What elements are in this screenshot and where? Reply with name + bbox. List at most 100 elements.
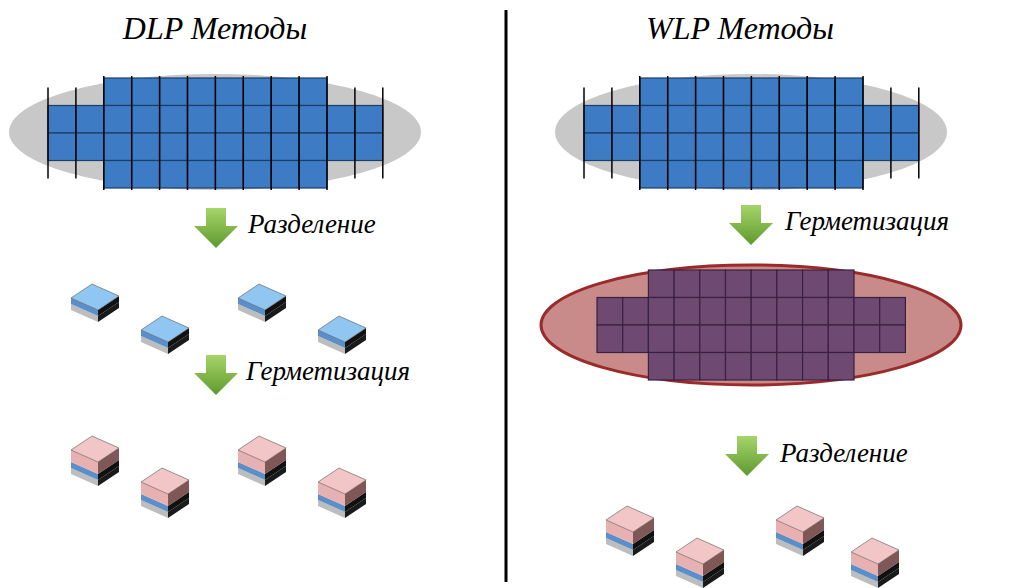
die	[863, 106, 891, 134]
die	[584, 106, 612, 134]
die	[299, 106, 327, 134]
scribe-line	[298, 76, 300, 190]
die	[104, 78, 132, 106]
die	[828, 298, 854, 326]
die	[835, 78, 863, 106]
die	[779, 78, 807, 106]
scribe-line	[131, 76, 133, 190]
die	[807, 133, 835, 161]
scribe-line	[862, 76, 864, 190]
column-heading: DLP Методы	[123, 12, 307, 44]
scribe-line	[639, 76, 641, 190]
die	[835, 133, 863, 161]
chip-top	[71, 284, 119, 310]
die	[803, 270, 829, 298]
column-heading: WLP Методы	[646, 12, 834, 44]
die	[777, 298, 803, 326]
die	[696, 106, 724, 134]
chip-top	[606, 506, 654, 532]
die	[612, 106, 640, 134]
scribe-line	[723, 76, 725, 190]
die	[807, 106, 835, 134]
down-arrow	[729, 205, 773, 245]
scribe-line	[382, 88, 384, 179]
die	[355, 133, 383, 161]
scribe-line	[75, 88, 77, 179]
chip	[71, 284, 119, 322]
scribe-line	[918, 88, 920, 179]
scribe-line	[890, 88, 892, 179]
die	[76, 133, 104, 161]
scribe-line	[187, 76, 189, 190]
chip	[141, 468, 189, 518]
die	[674, 325, 700, 353]
scribe-line	[779, 76, 781, 190]
chip	[71, 436, 119, 486]
die	[751, 270, 777, 298]
scribe-line	[47, 88, 49, 179]
scribe-line	[215, 76, 217, 190]
chip-top	[141, 316, 189, 342]
die	[188, 106, 216, 134]
die	[215, 106, 243, 134]
die	[863, 133, 891, 161]
die	[640, 78, 668, 106]
die	[668, 133, 696, 161]
die	[696, 78, 724, 106]
die	[854, 325, 880, 353]
step-label: Герметизация	[785, 208, 949, 235]
die	[828, 270, 854, 298]
scribe-line	[751, 76, 753, 190]
die	[299, 133, 327, 161]
die	[584, 133, 612, 161]
scribe-line	[806, 76, 808, 190]
chip-top	[318, 316, 366, 342]
scribe-line	[326, 76, 328, 190]
die	[891, 106, 919, 134]
die	[132, 78, 160, 106]
die	[668, 161, 696, 189]
chip	[141, 316, 189, 354]
die	[777, 325, 803, 353]
die	[104, 133, 132, 161]
die	[271, 78, 299, 106]
die	[803, 353, 829, 381]
die	[724, 133, 752, 161]
die	[828, 353, 854, 381]
die-grid	[584, 76, 919, 190]
die	[188, 161, 216, 189]
die	[597, 325, 623, 353]
die	[726, 270, 752, 298]
die	[700, 270, 726, 298]
die	[751, 161, 779, 189]
die	[777, 353, 803, 381]
die	[835, 106, 863, 134]
die	[880, 298, 906, 326]
die	[751, 78, 779, 106]
die	[243, 161, 271, 189]
wafer	[9, 74, 421, 190]
scribe-line	[159, 76, 161, 190]
die	[640, 106, 668, 134]
die	[891, 133, 919, 161]
die	[243, 106, 271, 134]
die	[724, 78, 752, 106]
die	[132, 106, 160, 134]
chip	[851, 538, 899, 588]
die	[160, 161, 188, 189]
chip-top	[238, 436, 286, 462]
step-label: Разделение	[248, 211, 376, 238]
divider-line	[505, 10, 508, 582]
die	[724, 106, 752, 134]
die	[160, 106, 188, 134]
die	[648, 353, 674, 381]
chip-top	[318, 468, 366, 494]
die	[803, 325, 829, 353]
scribe-line	[270, 76, 272, 190]
die	[751, 133, 779, 161]
die	[215, 133, 243, 161]
die	[132, 161, 160, 189]
die	[700, 298, 726, 326]
